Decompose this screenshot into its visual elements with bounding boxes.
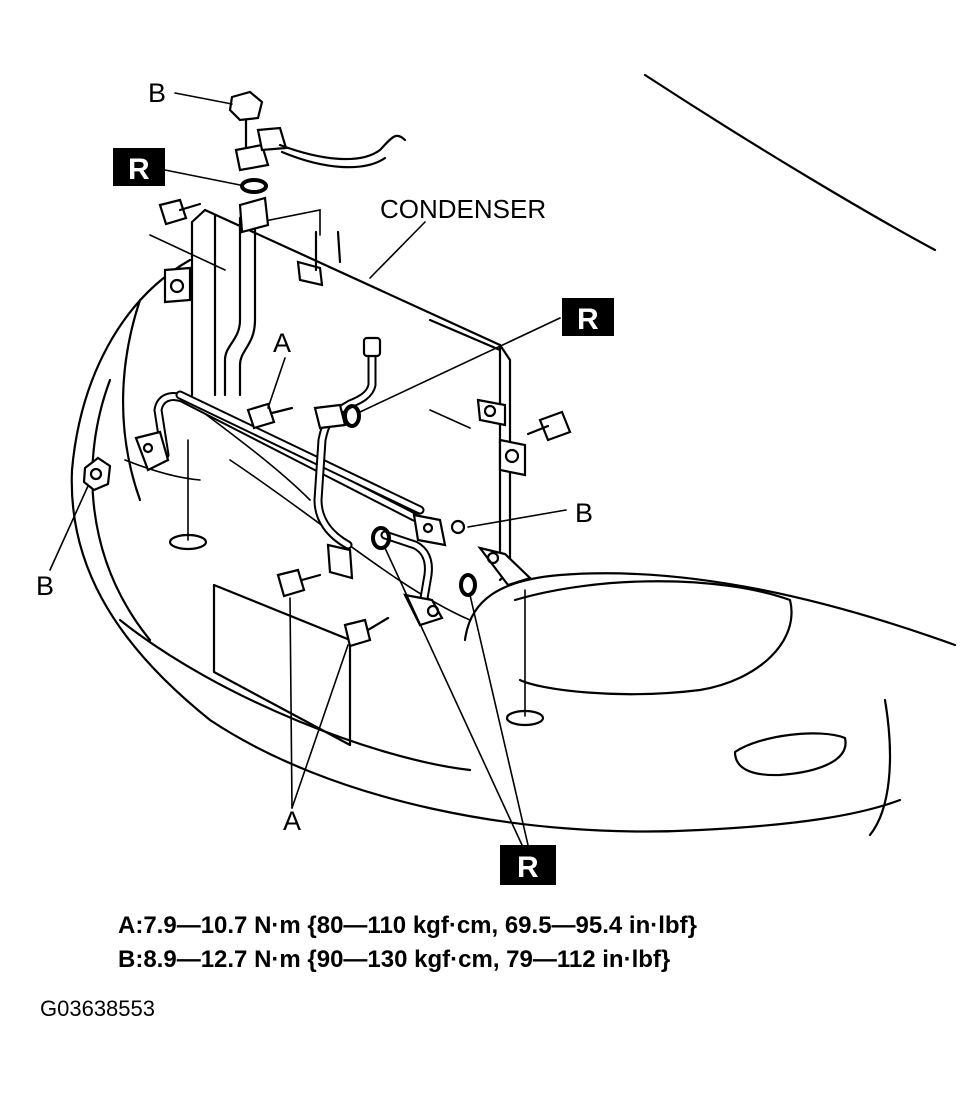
condenser-pipes [153,336,433,615]
torque-spec-b: B:8.9—12.7 N·m {90—130 kgf·cm, 79—112 in… [118,946,671,973]
figure-code: G03638553 [40,996,155,1021]
torque-spec-a: A:7.9—10.7 N·m {80—110 kgf·cm, 69.5—95.4… [118,912,697,939]
leader-lines [49,92,567,846]
floor-reference-marks [168,439,545,727]
pressure-switch-assembly [228,90,407,234]
label-b-left: B [36,571,54,601]
replace-badge-bottom: R [500,845,556,885]
svg-text:R: R [128,153,150,186]
condenser-core [149,208,512,582]
label-b-right: B [575,498,593,528]
label-a-lower: A [283,806,301,836]
o-rings [240,178,477,597]
label-a-upper: A [273,328,291,358]
nut-b-fasteners [82,456,466,535]
replace-badge-top: R [113,148,165,186]
license-plate-bracket [212,583,352,747]
condenser-brackets [134,230,533,627]
vehicle-body-outline [70,73,957,837]
svg-text:R: R [577,303,599,336]
svg-text:R: R [517,851,539,884]
label-b-top: B [148,78,166,108]
bolt-a-fasteners [158,198,572,648]
replace-badge-right: R [562,298,614,336]
condenser-label: CONDENSER [380,194,546,224]
